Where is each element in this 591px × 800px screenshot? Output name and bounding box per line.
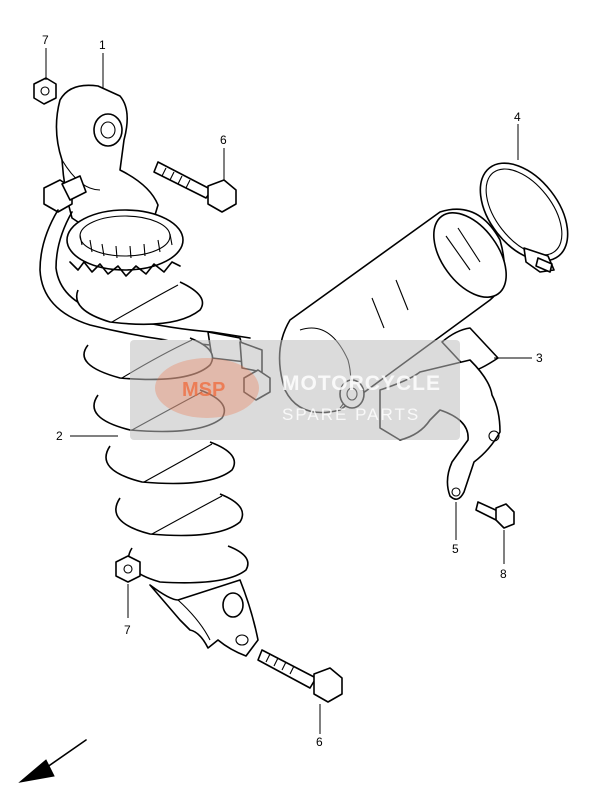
- callout-hose-clamp: 4: [514, 110, 521, 160]
- callout-label: 1: [99, 38, 106, 52]
- bottom-flange-nut: [115, 555, 141, 583]
- callout-label: 7: [124, 623, 131, 637]
- front-direction-arrow-icon: [18, 739, 87, 783]
- callout-bracket-bolt: 8: [500, 530, 507, 581]
- callout-bracket: 5: [452, 502, 459, 556]
- bottom-mount-bolt: [257, 649, 343, 703]
- bracket-bolt: [475, 501, 515, 529]
- watermark-line2: SPARE PARTS: [282, 405, 420, 424]
- callout-top-bolt: 6: [220, 133, 227, 180]
- callout-label: 7: [42, 33, 49, 47]
- callout-bottom-bolt: 6: [316, 704, 323, 749]
- callout-top-left-nut: 7: [42, 33, 49, 80]
- watermark-logo: MSP: [182, 379, 225, 401]
- callout-label: 6: [316, 735, 323, 749]
- callout-label: 3: [536, 351, 543, 365]
- callout-label: 6: [220, 133, 227, 147]
- callout-label: 8: [500, 567, 507, 581]
- callout-reservoir-cover: 3: [494, 351, 543, 365]
- watermark-line1: MOTORCYCLE: [282, 372, 441, 395]
- top-flange-nut: [33, 77, 57, 105]
- callout-label: 5: [452, 542, 459, 556]
- callout-label: 2: [56, 429, 63, 443]
- callout-spring: 2: [56, 429, 118, 443]
- callout-label: 4: [514, 110, 521, 124]
- shock-absorber-body: [43, 84, 184, 277]
- bottom-clevis-mount: [149, 579, 259, 657]
- top-mount-bolt: [153, 161, 237, 213]
- hose-clamp: [479, 162, 569, 273]
- callout-bottom-nut: 7: [124, 584, 131, 637]
- callout-shock-body: 1: [99, 38, 106, 88]
- watermark: MSP MOTORCYCLE SPARE PARTS: [130, 340, 460, 440]
